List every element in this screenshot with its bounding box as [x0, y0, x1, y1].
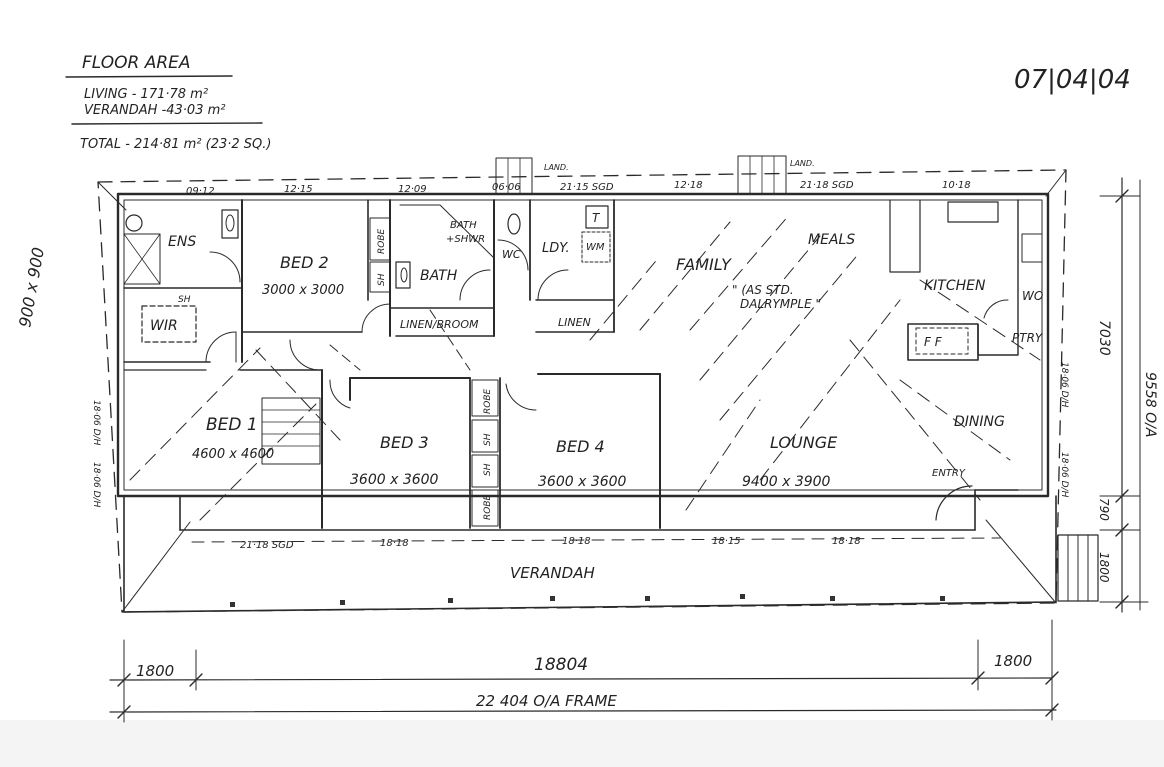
- bath-shower-label2: +SHWR: [446, 234, 485, 245]
- dim-overall: 22 404 O/A FRAME: [476, 692, 617, 710]
- drawing-date: 07|04|04: [1014, 65, 1131, 95]
- dimension-labels: 1800 18804 1800 22 404 O/A FRAME 7030 95…: [136, 320, 1158, 710]
- floor-area-heading: FLOOR AREA: [82, 53, 191, 73]
- dim-depth-verandah: 1800: [1097, 552, 1111, 583]
- window-bottom-5: 18·18: [832, 536, 861, 547]
- room-lounge-size: 9400 x 3900: [742, 474, 831, 490]
- room-lounge: LOUNGE: [770, 433, 838, 452]
- robe-bed3-top: ROBE: [483, 388, 493, 414]
- std-note-1: " (AS STD.: [732, 283, 794, 297]
- room-dining: DINING: [954, 414, 1005, 430]
- window-4: 06·06: [492, 182, 521, 193]
- dim-right-extension: 1800: [994, 652, 1032, 670]
- robe-bed2: ROBE: [377, 228, 387, 254]
- room-meals: MEALS: [808, 232, 855, 248]
- room-bed3: BED 3: [380, 433, 429, 452]
- linen: LINEN: [558, 316, 591, 329]
- window-3: 12·09: [398, 184, 427, 195]
- dim-depth-step: 790: [1097, 498, 1111, 521]
- pantry: PTRY: [1012, 331, 1044, 345]
- window-bottom-4: 18·15: [712, 536, 741, 547]
- window-labels: 09·12 12·15 12·09 06·06 21·15 SGD 12·18 …: [91, 155, 1069, 551]
- living-area: LIVING - 171·78 m²: [84, 87, 208, 102]
- external-walls: [116, 192, 1099, 613]
- dim-middle: 18804: [534, 655, 588, 675]
- room-wir: WIR: [150, 318, 178, 334]
- dim-depth-main: 7030: [1096, 320, 1112, 356]
- window-right-1: 18·06 D/H: [1059, 362, 1069, 408]
- floor-area-notes: FLOOR AREA LIVING - 171·78 m² VERANDAH -…: [65, 53, 271, 152]
- wall-oven: WO: [1022, 289, 1043, 303]
- tub-label: T: [592, 211, 601, 225]
- room-bed2-size: 3000 x 3000: [262, 283, 344, 298]
- window-bottom-1: 21·18 SGD: [240, 540, 294, 551]
- room-wc: WC: [502, 248, 521, 261]
- std-note-2: DALRYMPLE ": [740, 297, 821, 311]
- room-labels: ENS WIR SH BED 2 3000 x 3000 ROBE SH BAT…: [150, 211, 1044, 582]
- internal-walls: [123, 199, 1043, 529]
- room-laundry: LDY.: [542, 241, 570, 256]
- ceiling-hatch-lines: [129, 213, 1041, 521]
- room-bed2: BED 2: [280, 253, 329, 272]
- room-kitchen: KITCHEN: [924, 278, 986, 294]
- window-right-2: 18·06 D/H: [1059, 452, 1069, 498]
- window-left-1: 18·06 D/H: [91, 400, 101, 446]
- room-bed1: BED 1: [206, 415, 258, 435]
- window-left-2: 18·06 D/H: [91, 462, 101, 508]
- window-5: 21·15 SGD: [560, 182, 614, 193]
- verandah-area: VERANDAH -43·03 m²: [84, 103, 225, 118]
- shower-bed2: SH: [377, 273, 387, 286]
- window-bottom-2: 18·18: [380, 538, 409, 549]
- side-note: 900 x 900: [15, 246, 48, 329]
- room-bath: BATH: [420, 268, 458, 284]
- room-bed3-size: 3600 x 3600: [350, 472, 439, 488]
- shower-bed4: SH: [483, 463, 493, 476]
- washing-machine: WM: [586, 242, 605, 253]
- shower-ensuite: SH: [178, 295, 191, 305]
- bath-shower-label: BATH: [450, 220, 477, 231]
- total-area: TOTAL - 214·81 m² (23·2 SQ.): [80, 137, 271, 152]
- landing-1: LAND.: [544, 163, 569, 172]
- scan-margin: [0, 720, 1164, 767]
- shower-bed3: SH: [483, 433, 493, 446]
- room-family: FAMILY: [676, 255, 732, 274]
- verandah-label: VERANDAH: [510, 564, 595, 582]
- window-8: 10·18: [942, 180, 971, 191]
- fridge-freezer: F F: [924, 335, 943, 349]
- dim-left-extension: 1800: [136, 662, 174, 680]
- window-2: 12·15: [284, 184, 313, 195]
- dim-depth-total: 9558 O/A: [1142, 372, 1158, 437]
- robe-bed3-bottom: ROBE: [483, 494, 493, 520]
- window-6: 12·18: [674, 180, 703, 191]
- door-swings: [205, 239, 1009, 521]
- entry: ENTRY: [932, 468, 966, 479]
- landing-2: LAND.: [790, 159, 815, 168]
- room-ensuite: ENS: [168, 234, 196, 250]
- window-bottom-3: 18·18: [562, 536, 591, 547]
- linen-broom: LINEN/BROOM: [400, 318, 479, 331]
- room-bed4: BED 4: [556, 437, 605, 456]
- room-bed1-size: 4600 x 4600: [192, 447, 274, 462]
- dimension-lines: [109, 177, 1149, 723]
- room-bed4-size: 3600 x 3600: [538, 474, 627, 490]
- window-1: 09·12: [186, 186, 215, 197]
- window-7: 21·18 SGD: [800, 180, 854, 191]
- roof-outline: [97, 169, 1067, 613]
